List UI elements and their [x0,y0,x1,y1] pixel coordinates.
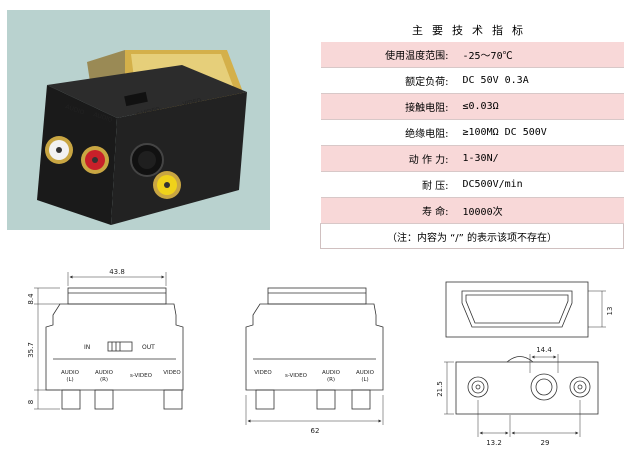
side-dim-left: 13.2 [486,439,502,447]
adapter-body-front [111,92,247,225]
side-view-drawing [444,281,606,437]
front-port-label: s-VIDEO [130,373,153,379]
back-port-label: s-VIDEO [285,373,308,379]
product-photo: AUDIO AUDIO s-VIDEO VIDEO [7,10,270,230]
spec-table: 使用温度范围:-25～70℃ 额定负荷:DC 50V 0.3A 接触电阻:≤0.… [320,42,624,249]
photo-label-s: s-VIDEO [136,106,161,118]
back-port-sublabel: (R) [327,377,335,383]
side-dim-height: 21.5 [436,381,444,397]
table-row: 额定负荷:DC 50V 0.3A [320,67,624,94]
front-dim-top: 8.4 [27,293,35,305]
front-dim-bottom: 8 [27,400,35,404]
side-dim-svideo: 14.4 [536,346,552,354]
drawings-svg: 43.8 8.4 35.7 8 IN OUT AUDIO (L) AUDIO (… [27,268,614,447]
spec-value: DC500V/min [454,171,624,198]
side-dim-top: 13 [606,307,614,316]
spec-label: 绝缘电阻: [320,119,455,146]
rca-jack-red [81,146,109,174]
table-row: 耐 压:DC500V/min [320,171,624,198]
back-view-drawing [245,287,384,425]
table-row: 接触电阻:≤0.03Ω [320,93,624,120]
front-port-label: AUDIO [61,370,80,376]
back-port-label: AUDIO [356,370,375,376]
front-port-sublabel: (R) [100,377,108,383]
spec-value: ≤0.03Ω [454,93,624,120]
front-dim-height: 35.7 [27,342,35,358]
rca-jack-yellow [153,171,181,199]
spec-label: 接触电阻: [320,93,455,120]
front-dim-width: 43.8 [109,268,125,276]
svideo-jack [130,143,164,177]
spec-note: （注：内容为 “/” 的表示该项不存在） [320,223,624,249]
spec-value: 10000次 [454,197,624,224]
table-row: 动 作 力:1-30N/ [320,145,624,172]
spec-panel: 主要技术指标 使用温度范围:-25～70℃ 额定负荷:DC 50V 0.3A 接… [320,20,624,249]
table-row: （注：内容为 “/” 的表示该项不存在） [320,223,624,249]
spec-label: 使用温度范围: [320,42,455,68]
switch-in-label: IN [84,344,90,351]
spec-label: 寿 命: [320,197,455,224]
photo-label-v: VIDEO [182,97,202,108]
front-port-label: VIDEO [163,370,181,376]
scart-adapter-photo: AUDIO AUDIO s-VIDEO VIDEO [37,50,247,225]
table-row: 使用温度范围:-25～70℃ [320,42,624,68]
switch-out-label: OUT [142,344,155,351]
spec-label: 耐 压: [320,171,455,198]
back-port-label: VIDEO [254,370,272,376]
table-row: 寿 命:10000次 [320,197,624,224]
spec-value: -25～70℃ [454,42,624,68]
spec-value: 1-30N/ [454,145,624,172]
adapter-body-top [47,65,247,118]
spec-label: 额定负荷: [320,67,455,94]
back-port-sublabel: (L) [361,377,368,383]
front-view-drawing [34,272,184,410]
side-dim-right: 29 [541,439,550,447]
back-port-label: AUDIO [322,370,341,376]
slide-switch [124,91,148,107]
spec-title: 主要技术指标 [412,24,532,37]
spec-value: ≥100MΩ DC 500V [454,119,624,146]
front-port-label: AUDIO [95,370,114,376]
spec-value: DC 50V 0.3A [454,67,624,94]
technical-drawings: 43.8 8.4 35.7 8 IN OUT AUDIO (L) AUDIO (… [0,255,635,455]
spec-label: 动 作 力: [320,145,455,172]
rca-jack-white [45,136,73,164]
back-dim-width: 62 [311,427,320,435]
front-port-sublabel: (L) [66,377,73,383]
table-row: 绝缘电阻:≥100MΩ DC 500V [320,119,624,146]
